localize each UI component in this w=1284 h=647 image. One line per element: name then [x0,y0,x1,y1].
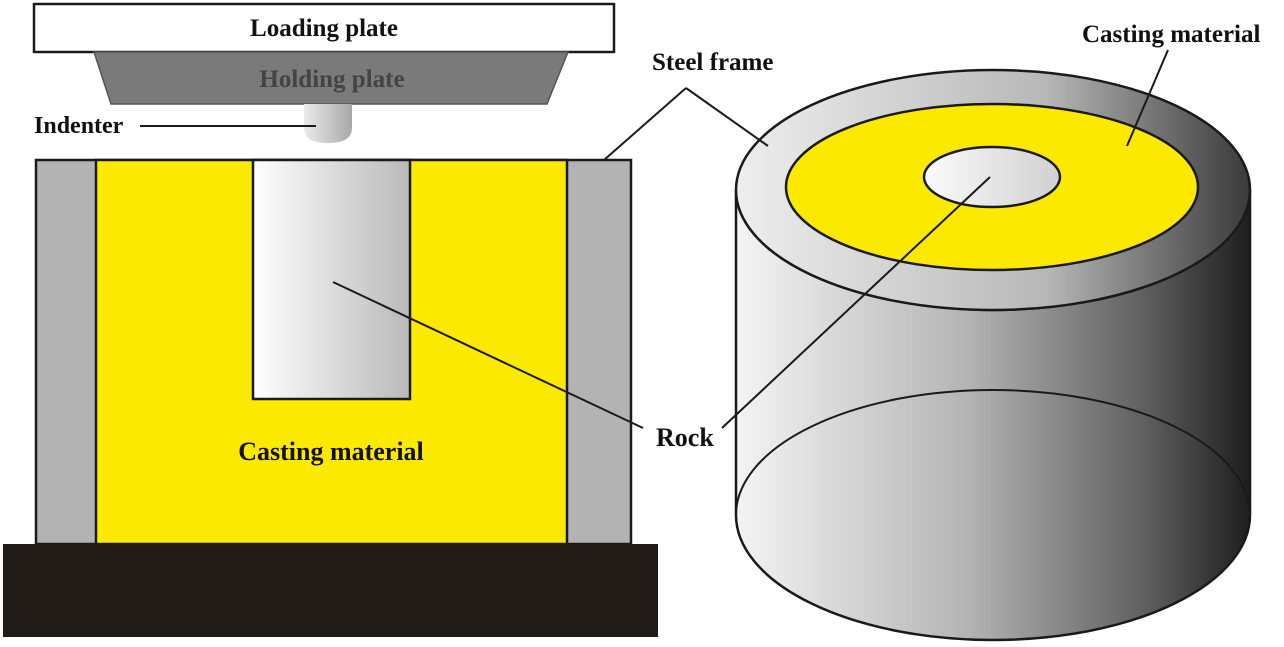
holding-plate-label: Holding plate [259,66,404,93]
casting-material-label-top: Casting material [1082,21,1260,48]
steel-frame-label: Steel frame [652,49,773,76]
indenter-label: Indenter [34,113,124,139]
casting-material-label-left: Casting material [238,437,424,466]
steel-frame-leader-right [685,87,769,147]
rock-sample-top [922,145,1062,209]
rock-leader-left [332,281,644,429]
loading-plate [32,2,616,54]
casting-material-leader [1126,49,1169,147]
annotations: Steel frame Casting material Rock [332,21,1260,452]
holding-plate [92,51,570,105]
base-platform [3,544,658,637]
steel-frame-leader-left [603,87,687,161]
rock-leader-right [721,176,991,429]
rock-sample-section [251,158,412,401]
cross-section-view: Loading plate Holding plate Indenter Cas… [3,2,658,637]
rock-label: Rock [656,423,714,452]
indenter [304,104,352,143]
cylinder-3d-view [734,68,1252,642]
cylinder-bottom-edge [735,389,1251,516]
loading-plate-label: Loading plate [250,15,398,42]
